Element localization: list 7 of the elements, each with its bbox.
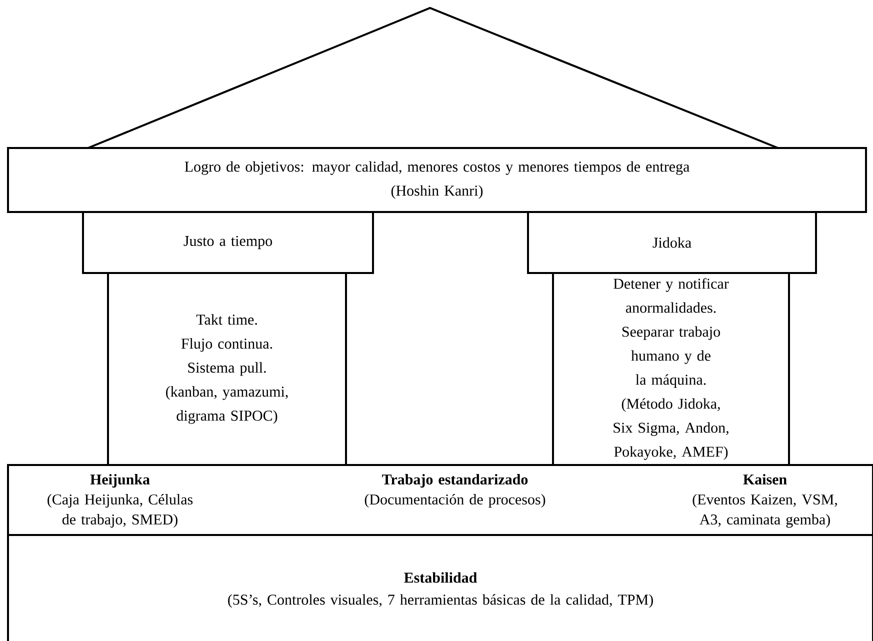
pillar-header-box: Justo a tiempo <box>82 211 374 274</box>
base-band: Estabilidad (5S’s, Controles visuales, 7 herramientas básicas de la calidad, TPM) <box>7 534 873 641</box>
goal-band: Logro de objetivos: mayor calidad, menores costos y menores tiempos de entrega (Hoshin Kanri) <box>7 147 867 213</box>
pillar-box: Detener y notificar anormalidades. Seeparar trabajo humano y de la máquina. (Método Jidoka, Six Sigma, Andon, Pokayoke, AMEF) <box>552 272 790 466</box>
pillar-box: Takt time. Flujo continua. Sistema pull. (kanban, yamazumi, digrama SIPOC) <box>107 272 347 466</box>
pillar-header-box: Jidoka <box>527 211 817 274</box>
foundation-band: Heijunka (Caja Heijunka, Células de trabajo, SMED) Trabajo estandarizado (Documentación de procesos) Kaisen (Eventos Kaizen, VSM, A3, caminata gemba) <box>7 464 873 536</box>
